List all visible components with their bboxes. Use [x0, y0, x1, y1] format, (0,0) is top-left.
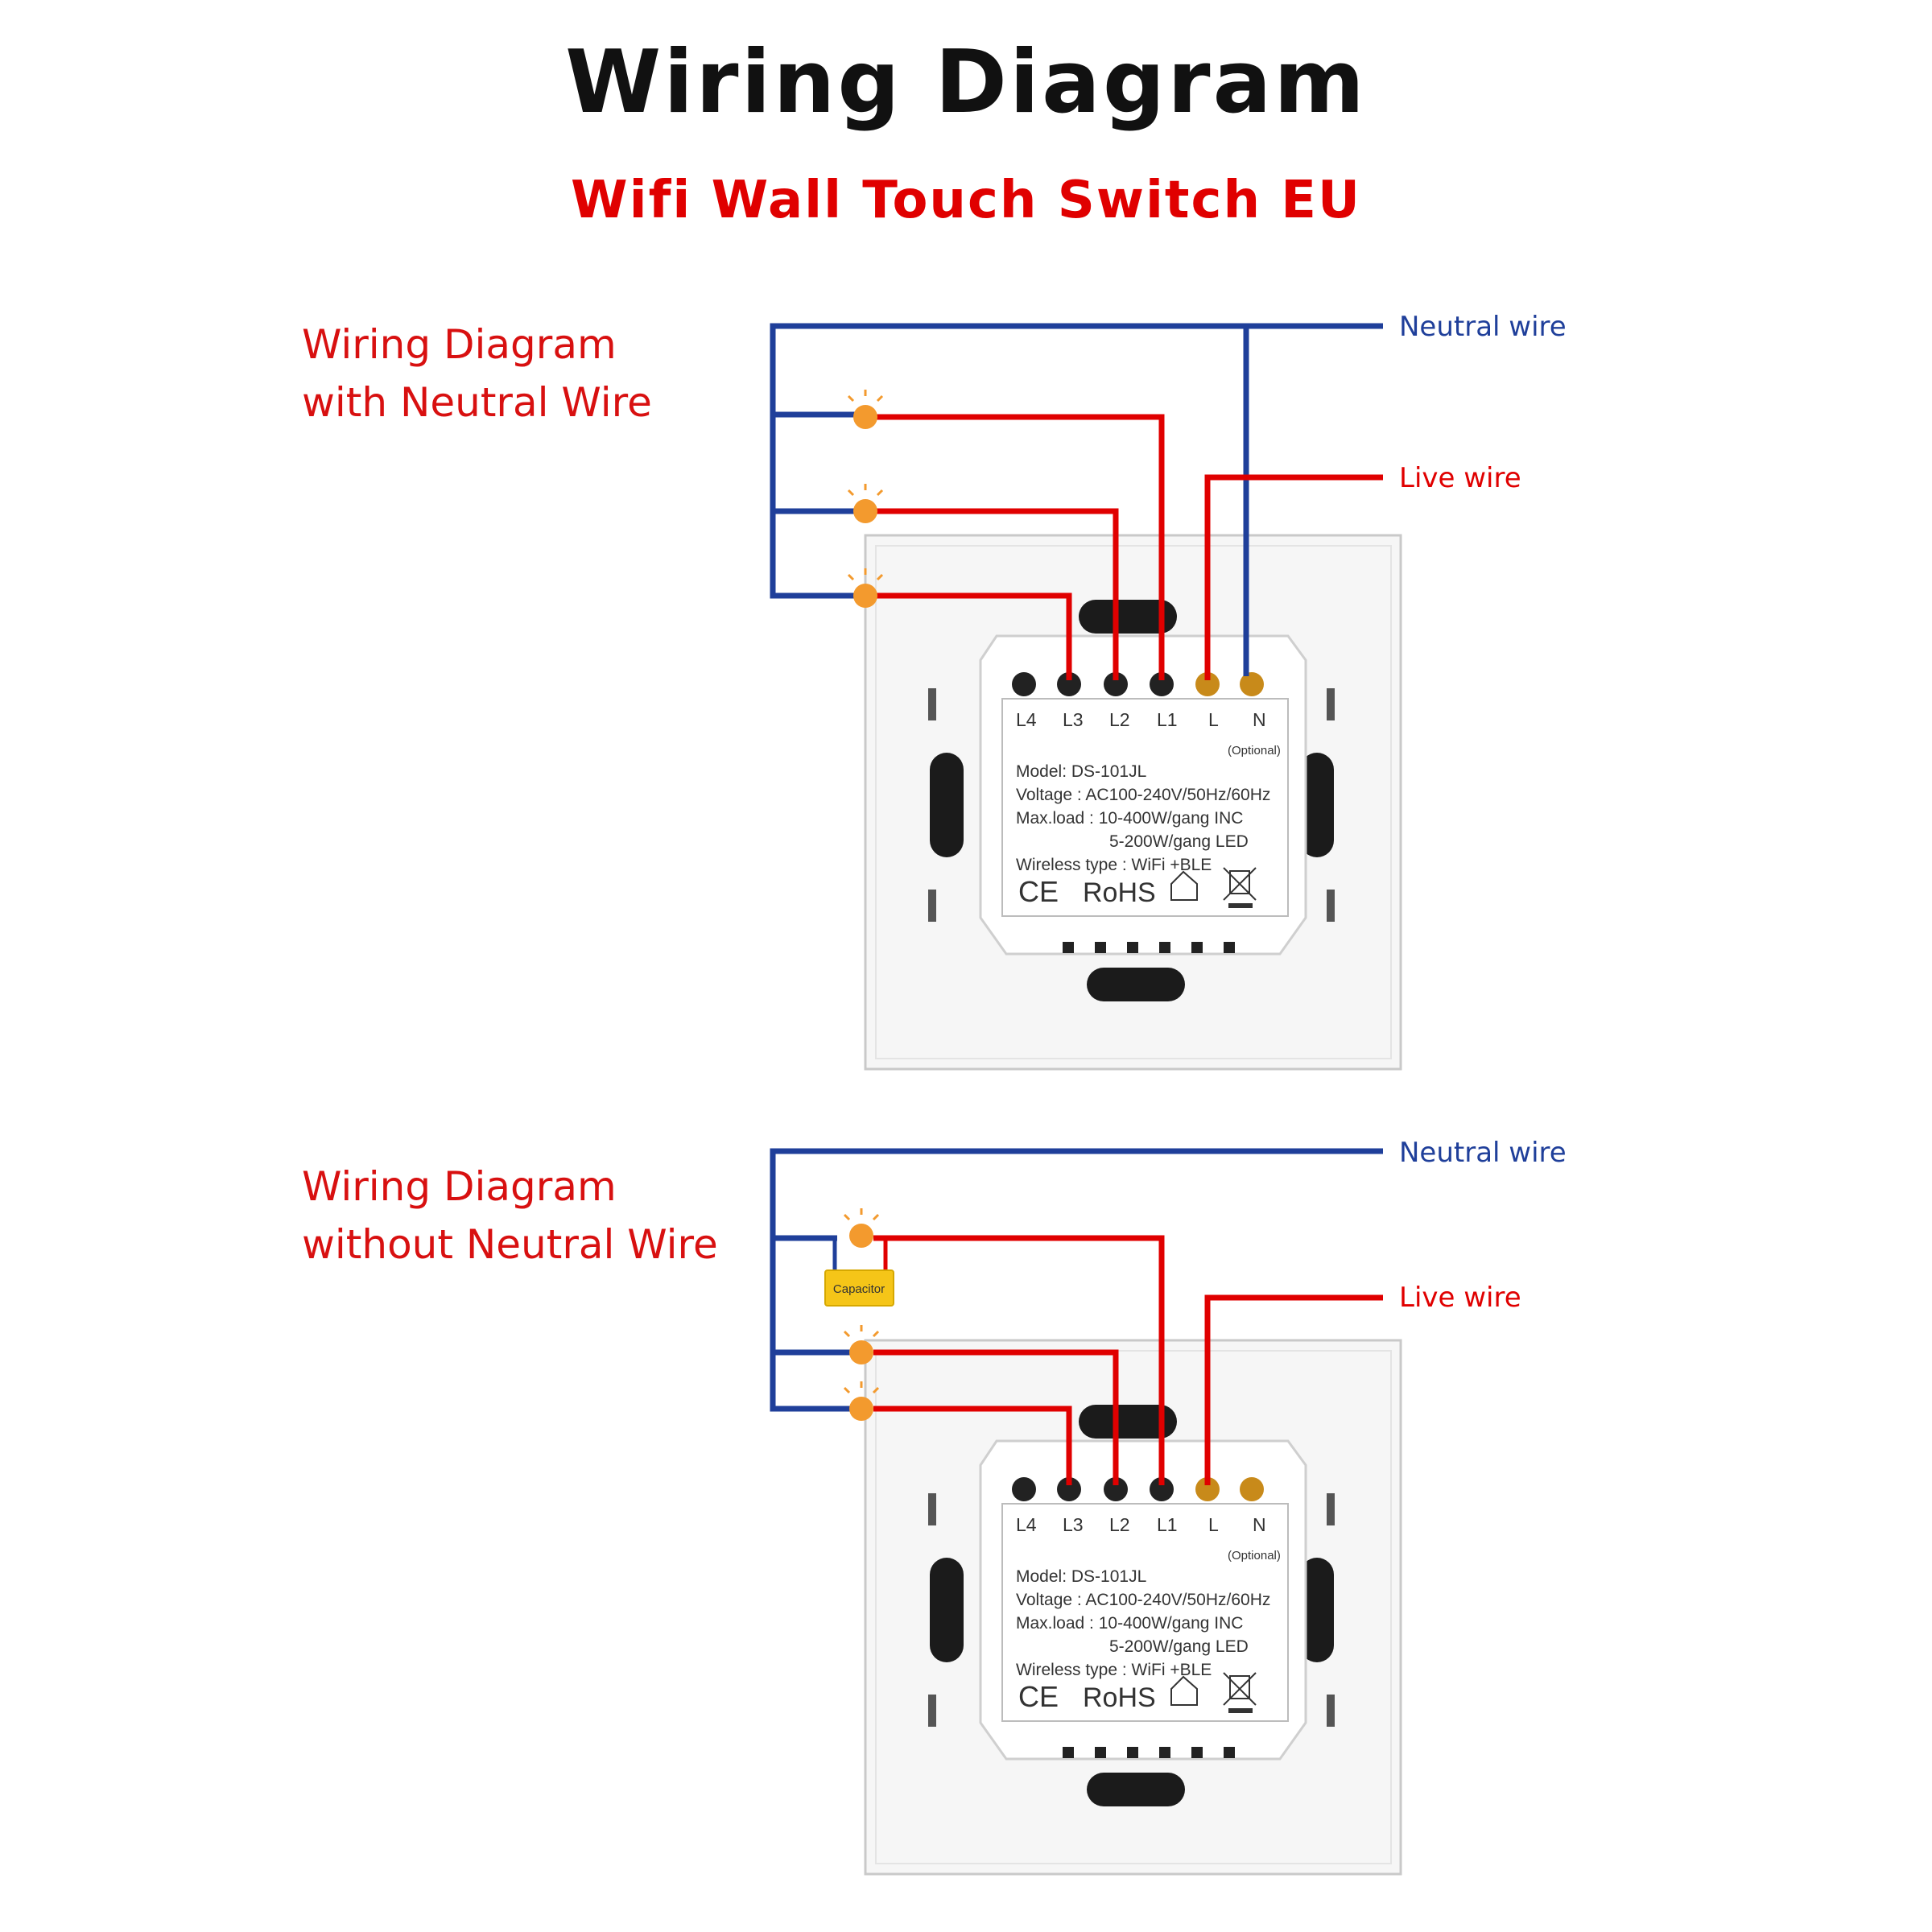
wireless-text: Wireless type : WiFi +BLE — [1016, 856, 1212, 874]
light-bulb-icon — [843, 1325, 880, 1364]
light-bulb-icon — [847, 390, 884, 429]
terminal-label: L4 — [1016, 1514, 1037, 1535]
house-icon — [1170, 1675, 1198, 1706]
section-label-line2: with Neutral Wire — [302, 379, 652, 426]
switch-back-plate — [864, 534, 1402, 1071]
live-wire-label: Live wire — [1399, 1282, 1521, 1314]
terminal-label: N — [1253, 1514, 1266, 1535]
wiring-diagram-with-neutral: L4 L3 L2 L1 L N (Optional) Model: DS-101… — [770, 323, 1402, 1071]
wireless-text: Wireless type : WiFi +BLE — [1016, 1661, 1212, 1679]
terminal-label: L3 — [1063, 709, 1084, 730]
voltage-text: Voltage : AC100-240V/50Hz/60Hz — [1016, 1591, 1270, 1609]
maxload-led-text: 5-200W/gang LED — [1109, 832, 1249, 851]
optional-note: (Optional) — [1228, 1549, 1281, 1563]
rohs-mark: RoHS — [1083, 877, 1156, 908]
terminal-label: L3 — [1063, 1514, 1084, 1535]
capacitor: Capacitor — [824, 1238, 894, 1307]
light-bulb-icon — [843, 1208, 880, 1248]
maxload-led-text: 5-200W/gang LED — [1109, 1637, 1249, 1656]
neutral-wires — [770, 323, 1383, 676]
section-label-with-neutral: Wiring Diagram with Neutral Wire — [302, 316, 652, 431]
model-text: Model: DS-101JL — [1016, 762, 1146, 781]
rohs-mark: RoHS — [1083, 1682, 1156, 1713]
terminal-label: L2 — [1109, 1514, 1130, 1535]
neutral-wires — [770, 1148, 1383, 1412]
voltage-text: Voltage : AC100-240V/50Hz/60Hz — [1016, 786, 1270, 804]
house-icon — [1170, 870, 1198, 901]
terminal-label: L1 — [1157, 1514, 1178, 1535]
wiring-diagram-without-neutral: L4 L3 L2 L1 L N (Optional) Model: DS-101… — [770, 1148, 1402, 1876]
section-label-line2: without Neutral Wire — [302, 1221, 718, 1268]
live-wires — [873, 1235, 1383, 1485]
section-label-without-neutral: Wiring Diagram without Neutral Wire — [302, 1158, 718, 1274]
terminal-label: L — [1208, 1514, 1219, 1535]
model-text: Model: DS-101JL — [1016, 1567, 1146, 1586]
ce-mark: CE — [1018, 1680, 1059, 1713]
light-bulb-icon — [843, 1381, 880, 1421]
light-bulb-icon — [847, 568, 884, 608]
ce-mark: CE — [1018, 875, 1059, 908]
terminal-label: L1 — [1157, 709, 1178, 730]
maxload-text: Max.load : 10-400W/gang INC — [1016, 809, 1243, 828]
live-wires — [873, 414, 1383, 680]
terminal-label: N — [1253, 709, 1266, 730]
weee-bin-icon — [1223, 1672, 1257, 1713]
section-label-line1: Wiring Diagram — [302, 1163, 617, 1210]
switch-back-plate — [864, 1339, 1402, 1876]
terminal-label: L2 — [1109, 709, 1130, 730]
optional-note: (Optional) — [1228, 744, 1281, 758]
terminal-label: L4 — [1016, 709, 1037, 730]
live-wire-label: Live wire — [1399, 462, 1521, 494]
neutral-wire-label: Neutral wire — [1399, 311, 1567, 343]
maxload-text: Max.load : 10-400W/gang INC — [1016, 1614, 1243, 1633]
neutral-wire-label: Neutral wire — [1399, 1137, 1567, 1169]
page-title: Wiring Diagram — [565, 32, 1367, 133]
page-subtitle: Wifi Wall Touch Switch EU — [571, 171, 1361, 230]
capacitor-label: Capacitor — [833, 1282, 885, 1296]
section-label-line1: Wiring Diagram — [302, 321, 617, 368]
light-bulb-icon — [847, 484, 884, 523]
weee-bin-icon — [1223, 867, 1257, 908]
terminal-label: L — [1208, 709, 1219, 730]
